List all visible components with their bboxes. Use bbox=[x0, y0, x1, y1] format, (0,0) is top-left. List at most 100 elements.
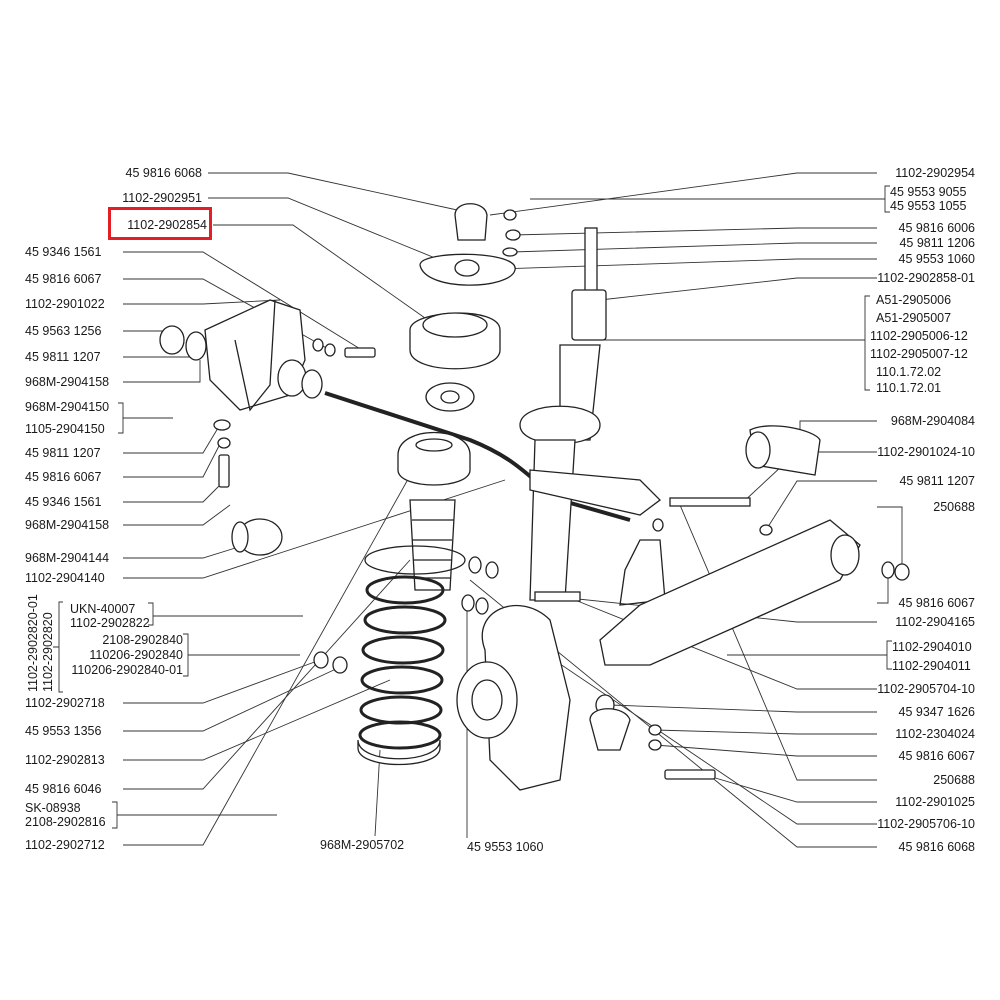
left-part-label: 1102-2902712 bbox=[25, 838, 105, 852]
leader-line bbox=[123, 679, 391, 761]
leader-line bbox=[704, 774, 877, 803]
right-part-label: 1102-2905007-12 bbox=[870, 347, 968, 361]
leader-line bbox=[469, 579, 877, 848]
left-part-label: 968M-2904158 bbox=[25, 375, 110, 389]
leader-line bbox=[123, 659, 321, 704]
right-part-label: 110.1.72.01 bbox=[876, 381, 942, 395]
leader-line bbox=[494, 619, 877, 825]
leader-line bbox=[123, 443, 221, 478]
left-part-label: 968M-2904150 bbox=[25, 400, 110, 414]
leader-lines bbox=[123, 172, 903, 848]
leader-line bbox=[123, 330, 166, 335]
leader-line bbox=[489, 172, 877, 216]
right-part-label: 1102-2904011 bbox=[892, 659, 971, 673]
parts bbox=[159, 203, 910, 791]
left-part-label: 1105-2904150 bbox=[25, 422, 105, 436]
left-part-label: 45 9346 1561 bbox=[25, 245, 102, 259]
left-part-label: 1102-2902718 bbox=[25, 696, 105, 710]
left-part-label: 2108-2902816 bbox=[25, 815, 106, 829]
bottom-part-label: 968M-2905702 bbox=[320, 838, 405, 852]
right-part-label: 45 9816 6006 bbox=[898, 221, 975, 235]
leader-line bbox=[123, 559, 411, 790]
left-part-label: 1102-2902822 bbox=[70, 616, 150, 630]
right-part-label: 250688 bbox=[933, 773, 975, 787]
leader-line bbox=[123, 484, 221, 503]
right-part-label: 1102-2304024 bbox=[895, 727, 975, 741]
right-part-label: 45 9553 1060 bbox=[898, 252, 975, 266]
highlight-box bbox=[108, 207, 212, 240]
left-part-label: 45 9811 1207 bbox=[25, 446, 101, 460]
left-part-label: 1102-2902854 bbox=[127, 218, 207, 232]
right-part-label: 45 9553 9055 bbox=[890, 185, 967, 199]
left-part-label: 45 9816 6067 bbox=[25, 470, 102, 484]
right-part-label: 45 9816 6068 bbox=[898, 840, 975, 854]
leader-line bbox=[208, 197, 441, 261]
left-part-label: 110206-2902840 bbox=[89, 648, 183, 662]
leader-line bbox=[123, 504, 231, 526]
right-part-label: 45 9811 1206 bbox=[899, 236, 975, 250]
right-part-label: 45 9553 1055 bbox=[890, 199, 967, 213]
right-part-label: 1102-2905706-10 bbox=[877, 817, 975, 831]
leader-line bbox=[213, 224, 426, 319]
left-part-label: 45 9816 6046 bbox=[25, 782, 102, 796]
right-part-label: 45 9816 6067 bbox=[898, 596, 975, 610]
leader-line bbox=[511, 242, 877, 253]
right-part-label: 250688 bbox=[933, 500, 975, 514]
right-part-label: 1102-2901025 bbox=[895, 795, 975, 809]
leader-line bbox=[123, 479, 506, 579]
left-part-label: 45 9811 1207 bbox=[25, 350, 101, 364]
leader-line bbox=[599, 277, 877, 301]
leader-line bbox=[208, 172, 481, 216]
right-part-label: 45 9816 6067 bbox=[898, 749, 975, 763]
left-part-label: 45 9553 1356 bbox=[25, 724, 102, 738]
left-part-label: 1102-2902813 bbox=[25, 753, 105, 767]
left-part-label: 45 9563 1256 bbox=[25, 324, 102, 338]
left-part-label: 1102-2902951 bbox=[122, 191, 202, 205]
right-part-label: 1102-2905704-10 bbox=[877, 682, 975, 696]
leader-line bbox=[654, 729, 877, 735]
right-part-label: 1102-2901024-10 bbox=[877, 445, 975, 459]
left-part-label: 45 9816 6067 bbox=[25, 272, 102, 286]
right-part-label: 1102-2904010 bbox=[892, 640, 972, 654]
right-part-label: 110.1.72.02 bbox=[876, 365, 942, 379]
bottom-part-label: 45 9553 1060 bbox=[467, 840, 544, 854]
left-part-label: 2108-2902840 bbox=[102, 633, 183, 647]
right-part-label: 968M-2904084 bbox=[890, 414, 975, 428]
leader-line bbox=[469, 258, 877, 271]
leader-line bbox=[123, 544, 246, 559]
right-part-label: A51-2905006 bbox=[876, 293, 952, 307]
right-part-label: 45 9811 1207 bbox=[899, 474, 975, 488]
left-part-label: 1102-2904140 bbox=[25, 571, 105, 585]
vertical-part-label: 1102-2902820-01 bbox=[26, 594, 40, 692]
left-part-label: 1102-2901022 bbox=[25, 297, 105, 311]
left-part-label: UKN-40007 bbox=[70, 602, 136, 616]
leader-line bbox=[609, 704, 877, 713]
left-part-label: 968M-2904144 bbox=[25, 551, 110, 565]
leader-line bbox=[123, 251, 371, 356]
leader-line bbox=[765, 480, 877, 531]
left-part-label: 45 9816 6068 bbox=[125, 166, 202, 180]
leader-line bbox=[123, 427, 219, 454]
leader-line bbox=[877, 506, 903, 572]
leader-line bbox=[123, 439, 431, 846]
leader-line bbox=[123, 667, 339, 732]
right-part-label: A51-2905007 bbox=[876, 311, 952, 325]
right-part-label: 1102-2905006-12 bbox=[870, 329, 968, 343]
left-part-label: 110206-2902840-01 bbox=[71, 663, 183, 677]
leader-line bbox=[512, 227, 877, 236]
right-part-label: 45 9347 1626 bbox=[898, 705, 975, 719]
leader-line bbox=[123, 299, 281, 305]
right-part-label: 1102-2902858-01 bbox=[877, 271, 975, 285]
vertical-part-label: 1102-2902820 bbox=[41, 612, 55, 692]
right-part-label: 1102-2902954 bbox=[895, 166, 975, 180]
leader-line bbox=[877, 570, 889, 604]
leader-line bbox=[654, 744, 877, 757]
left-part-label: 45 9346 1561 bbox=[25, 495, 102, 509]
label-brackets bbox=[53, 185, 892, 829]
left-part-label: SK-08938 bbox=[25, 801, 81, 815]
right-part-label: 1102-2904165 bbox=[895, 615, 975, 629]
left-part-label: 968M-2904158 bbox=[25, 518, 110, 532]
leader-line bbox=[123, 360, 201, 383]
